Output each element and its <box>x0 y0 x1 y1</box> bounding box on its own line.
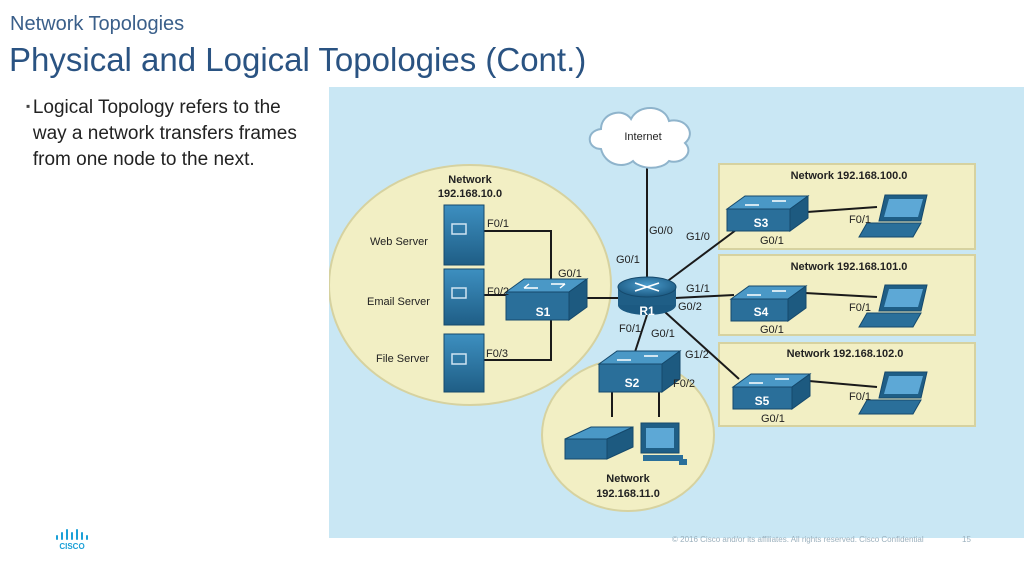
network-102-label: Network 192.168.102.0 <box>787 348 904 360</box>
switch-s1-icon <box>504 278 589 321</box>
s4-port-g01: G0/1 <box>760 324 784 336</box>
switch-s4-label: S4 <box>754 305 769 319</box>
web-server-label: Web Server <box>370 236 428 248</box>
slide-title: Physical and Logical Topologies (Cont.) <box>9 41 587 78</box>
r1-port-g00: G0/0 <box>649 225 673 237</box>
s1-port-f02: F0/2 <box>487 286 509 298</box>
network-11-address: 192.168.11.0 <box>596 488 660 500</box>
network-10-title: Network <box>448 174 492 186</box>
link-web-s1 <box>484 230 552 281</box>
page-number: 15 <box>962 535 971 544</box>
cisco-logo-icon: CISCO <box>56 529 88 551</box>
s1-port-g01: G0/1 <box>558 268 582 280</box>
s2-port-g01: G0/1 <box>651 328 675 340</box>
switch-s5-icon <box>731 373 812 410</box>
switch-s3-label: S3 <box>754 216 769 230</box>
r1-port-g12: G1/2 <box>685 349 709 361</box>
bullet-item: Logical Topology refers to the way a net… <box>32 97 297 170</box>
s3-port-f01: F0/1 <box>849 214 871 226</box>
desktop-pc-icon <box>640 422 687 465</box>
file-server-icon <box>443 333 485 393</box>
switch-s4-icon <box>729 285 808 322</box>
r1-port-g01: G0/1 <box>616 254 640 266</box>
cisco-logo-text: CISCO <box>59 542 84 551</box>
topology-diagram: Internet S1 R1 S2 S3 <box>328 87 1024 538</box>
s5-port-g01: G0/1 <box>761 413 785 425</box>
internet-label: Internet <box>624 131 661 143</box>
switch-s1-label: S1 <box>536 305 551 319</box>
r1-port-f01: F0/1 <box>619 323 641 335</box>
link-s3-pc <box>806 206 878 213</box>
s1-port-f01: F0/1 <box>487 218 509 230</box>
s2-port-f02: F0/2 <box>673 378 695 390</box>
laptop-s4-icon <box>858 284 928 328</box>
router-r1-label: R1 <box>639 304 655 318</box>
network-101-label: Network 192.168.101.0 <box>791 261 908 273</box>
switch-s3-icon <box>725 195 810 232</box>
link-s4-pc <box>804 292 878 298</box>
laptop-s3-icon <box>858 194 928 238</box>
printer-icon <box>564 426 634 460</box>
s5-port-f01: F0/1 <box>849 391 871 403</box>
network-100-label: Network 192.168.100.0 <box>791 170 908 182</box>
web-server-icon <box>443 204 485 266</box>
link-r1-s2 <box>633 314 648 356</box>
copyright-footer: © 2016 Cisco and/or its affiliates. All … <box>672 535 924 544</box>
r1-port-g11: G1/1 <box>686 283 710 295</box>
link-file-s1 <box>484 313 552 361</box>
s4-port-f01: F0/1 <box>849 302 871 314</box>
link-r1-s4 <box>674 294 735 299</box>
r1-port-g10: G1/0 <box>686 231 710 243</box>
link-r1-s5 <box>664 311 740 380</box>
bullet-square-icon: ▪ <box>26 99 31 113</box>
switch-s5-label: S5 <box>755 394 770 408</box>
file-server-label: File Server <box>376 353 430 365</box>
slide-subtitle: Network Topologies <box>10 13 185 35</box>
network-11-title: Network <box>606 473 650 485</box>
s3-port-g01: G0/1 <box>760 235 784 247</box>
internet-cloud-icon <box>588 107 691 169</box>
link-s5-pc <box>808 380 878 388</box>
switch-s2-icon <box>597 350 682 393</box>
laptop-s5-icon <box>858 371 928 415</box>
s1-port-f03: F0/3 <box>486 348 508 360</box>
switch-s2-label: S2 <box>625 376 640 390</box>
network-10-address: 192.168.10.0 <box>438 188 502 200</box>
email-server-label: Email Server <box>367 296 430 308</box>
s4-port-g02: G0/2 <box>678 301 702 313</box>
link-r1-s3 <box>664 229 737 284</box>
email-server-icon <box>443 268 485 326</box>
router-r1-icon <box>617 276 677 315</box>
bullet-list: ▪ Logical Topology refers to the way a n… <box>26 95 316 173</box>
